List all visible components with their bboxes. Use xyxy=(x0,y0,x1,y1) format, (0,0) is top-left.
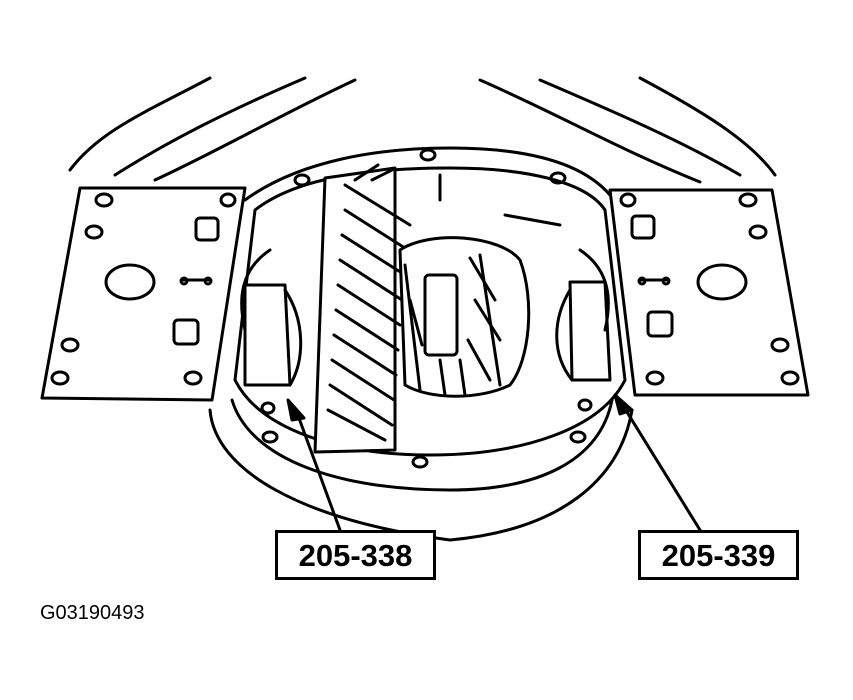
axle-tube-lines xyxy=(68,76,777,184)
left-bearing-cap xyxy=(240,248,303,415)
leader-arrows xyxy=(286,393,702,532)
ring-gear xyxy=(313,163,412,454)
special-tool-label-right: 205-339 xyxy=(638,530,799,580)
left-mounting-plate xyxy=(40,186,247,402)
figure-id: G03190493 xyxy=(40,602,145,624)
special-tool-label-left: 205-338 xyxy=(275,530,436,580)
housing-outline xyxy=(208,146,634,542)
right-mounting-plate xyxy=(608,188,810,397)
differential-case xyxy=(398,173,562,398)
right-bearing-cap xyxy=(555,248,612,412)
